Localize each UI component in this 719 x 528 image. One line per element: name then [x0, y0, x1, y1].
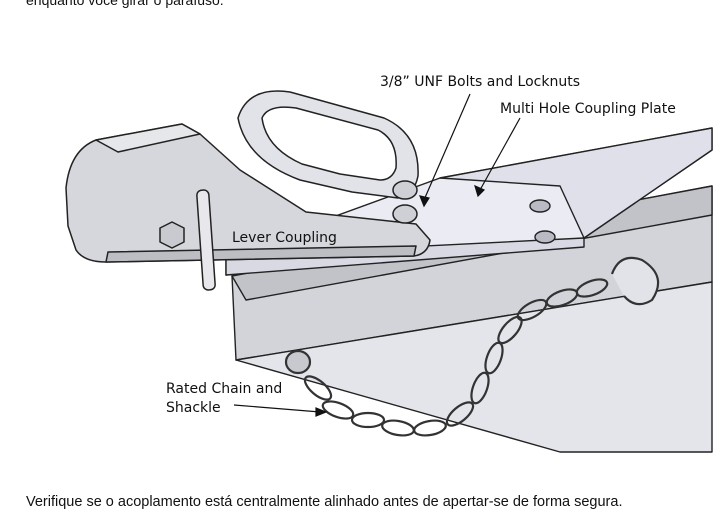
coupling-illustration [65, 90, 713, 453]
label-chain-line1: Rated Chain and [166, 381, 283, 397]
shackle [610, 256, 660, 306]
locknut [392, 204, 418, 224]
label-plate: Multi Hole Coupling Plate [500, 101, 676, 117]
label-lever: Lever Coupling [232, 230, 337, 246]
locknut [392, 180, 418, 200]
bottom-caption: Verifique se o acoplamento está centralm… [26, 494, 623, 510]
lever-coupling [65, 90, 431, 291]
leader-lines [233, 93, 521, 417]
label-chain-line2: Shackle [166, 400, 221, 416]
label-bolts: 3/8” UNF Bolts and Locknuts [380, 74, 580, 90]
plate-hole [529, 199, 551, 213]
bolt-head [159, 221, 185, 249]
safety-chain [284, 256, 660, 437]
plate-hole [534, 230, 556, 244]
safety-pin [196, 189, 216, 291]
top-caption: enquanto você girar o parafuso. [26, 0, 224, 8]
